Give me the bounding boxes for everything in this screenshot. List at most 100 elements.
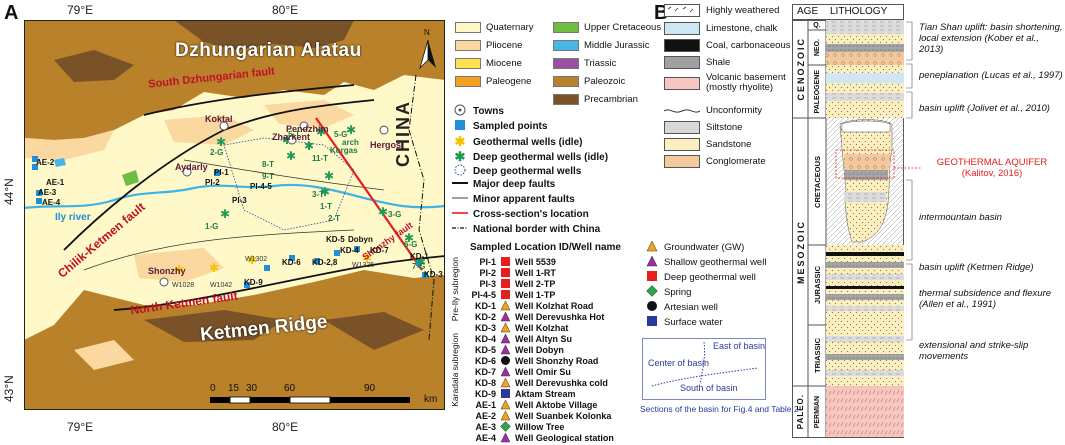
sampled-id: PI-1: [479, 256, 496, 267]
sampled-id: PI-4-5: [471, 289, 496, 300]
label-ily-river: Ily river: [55, 212, 91, 223]
town-aydarly: Aydarly: [175, 162, 208, 172]
town-hergos: Hergos: [370, 140, 402, 150]
legend-paleogene: Paleogene: [455, 76, 531, 87]
point-type-label: Shallow geothermal well: [664, 257, 767, 268]
period-neo: NEO.: [813, 38, 821, 57]
period-permian-box: PERMIAN: [808, 386, 826, 438]
annot-intermountain: intermountain basin: [919, 212, 1002, 223]
lith-swatch: [664, 56, 700, 69]
sampled-id: KD-2: [474, 311, 496, 322]
town-shonzhy: Shonzhy: [148, 266, 186, 276]
sampled-name: Well Omir Su: [515, 366, 571, 377]
legend-label: Quaternary: [486, 22, 534, 33]
north-label: N: [424, 28, 430, 37]
triangle-icon: [646, 240, 660, 255]
ketmen-precambrian-2: [324, 312, 424, 350]
swatch-paleozoic: [553, 76, 579, 87]
legend-upper-cretaceous: Upper Cretaceous: [553, 22, 661, 33]
cross-section-line: [315, 117, 423, 271]
group-label: Karadala subregion: [450, 333, 460, 407]
square-icon: [500, 267, 511, 278]
scale-90: 90: [364, 383, 376, 394]
sampled-id: KD-5: [474, 344, 496, 355]
triangle-icon: [500, 432, 511, 443]
inset-east: East of basin: [713, 341, 766, 351]
point-type-row: Artesian well: [646, 300, 718, 315]
sample-pi1: PI-1: [214, 168, 229, 177]
sampled-id: KD-6: [474, 355, 496, 366]
town-zharkent: Zharkent: [272, 132, 311, 142]
period-paleogene-box: PALEOGENE: [808, 65, 826, 118]
sample-dobyn: Dobyn: [348, 235, 373, 244]
square-icon: [452, 119, 468, 134]
lith-legend-row: Shale: [664, 56, 730, 69]
annot-geothermal-aquifer: GEOTHERMAL AQUIFER (Kalitov, 2016): [936, 157, 1048, 179]
swatch-upper-cretaceous: [553, 22, 579, 33]
sampled-name: Well 1-RT: [515, 267, 556, 278]
lith-legend-row: Sandstone: [664, 138, 751, 151]
sampled-name: Aktam Stream: [515, 388, 576, 399]
lith-swatch: [663, 104, 701, 117]
map-border: [24, 20, 445, 410]
sample-pi2: PI-2: [205, 178, 220, 187]
svg-text:✱: ✱: [209, 261, 219, 275]
annot-peneplanation: peneplanation (Lucas et al., 1997): [919, 70, 1063, 81]
sampled-name: Well Kolzhat Road: [515, 300, 594, 311]
square-icon: [500, 256, 511, 267]
svg-text:✱: ✱: [362, 251, 372, 265]
well-1g: 1-G: [205, 222, 219, 231]
lat-label-43: 43°N: [2, 375, 16, 402]
well-5t: 5-T: [288, 130, 300, 139]
town-icon: [452, 104, 468, 119]
well-w1302: W1302: [245, 256, 268, 263]
well-11t: 11-T: [312, 154, 329, 163]
triangle-icon: [500, 377, 511, 388]
sampled-id: KD-7: [474, 366, 496, 377]
legend-precambrian: Precambrian: [553, 94, 638, 105]
lith-legend-row: Highly weathered: [664, 4, 779, 17]
sampled-name: Well Suanbek Kolonka: [515, 410, 612, 421]
triangle-icon: [500, 333, 511, 344]
legend-label: Miocene: [486, 58, 522, 69]
sampled-name: Well Geological station: [515, 432, 614, 443]
panel-a-letter: A: [4, 2, 19, 24]
point-type-row: Spring: [646, 285, 691, 300]
triangle-icon: [500, 366, 511, 377]
legend-geothermal-idle: ✱Geothermal wells (idle): [452, 134, 583, 150]
point-type-label: Artesian well: [664, 302, 718, 313]
map-canvas: ✱✱ ✱✱ ✱✱ ✱✱ ✱✱ ✱✱ ✱✱ ✱✱: [24, 20, 445, 410]
era-mesozoic: MESOZOIC: [795, 219, 806, 284]
pliocene-patch-2: [264, 100, 354, 128]
northern-precambrian-2: [54, 50, 134, 82]
ketmen-pliocene: [74, 340, 134, 370]
triangle-icon: [500, 322, 511, 333]
square-icon: [500, 388, 511, 399]
svg-text:✱: ✱: [282, 133, 292, 147]
sampled-id: KD-8: [474, 377, 496, 388]
lith-legend-row: Limestone, chalk: [664, 22, 777, 35]
well-3t: 3-T: [312, 190, 324, 199]
well-1t: 1-T: [320, 202, 332, 211]
square-icon: [500, 278, 511, 289]
svg-text:✱: ✱: [216, 135, 226, 149]
green-star-icon: ✱: [454, 149, 466, 164]
scale-bar: [210, 395, 442, 409]
era-paleo-box: PALEO.: [793, 386, 808, 438]
svg-text:✱: ✱: [404, 231, 414, 245]
group-label: Pre-Ily subregion: [450, 256, 460, 322]
square-icon: [500, 289, 511, 300]
lith-swatch: [664, 121, 700, 134]
triangle-icon: [646, 255, 660, 270]
era-paleo: PALEO.: [796, 394, 805, 430]
group-altyn-emel: [449, 422, 461, 439]
diamond-icon: [646, 285, 660, 300]
svg-text:✱: ✱: [247, 253, 257, 267]
scale-30: 30: [246, 383, 258, 394]
